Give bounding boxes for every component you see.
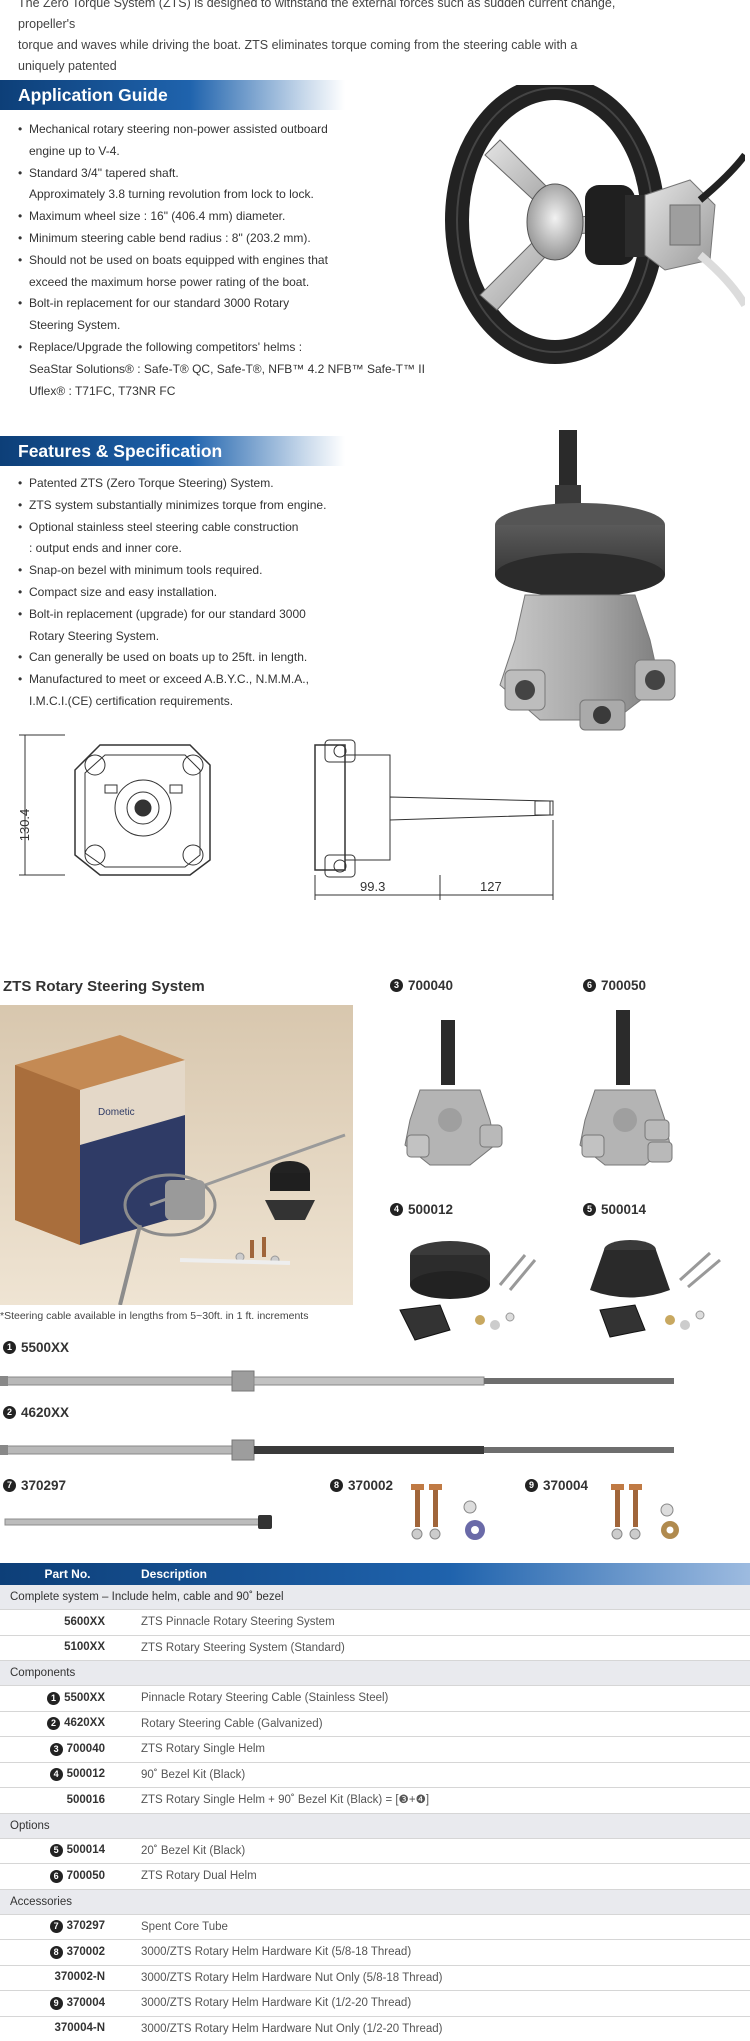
product-label-500012: 4 500012 xyxy=(390,1202,453,1217)
badge: 3 xyxy=(390,979,403,992)
products-title: ZTS Rotary Steering System xyxy=(3,978,205,995)
hardware-kit-370004-image xyxy=(611,1484,679,1540)
group-components: Components xyxy=(0,1661,750,1686)
helm-image xyxy=(495,430,676,731)
list-item: Manufactured to meet or exceed A.B.Y.C.,… xyxy=(18,669,438,713)
application-guide-title: Application Guide xyxy=(18,85,168,105)
badge: 5 xyxy=(583,1203,596,1216)
header-part-no: Part No. xyxy=(44,1567,91,1581)
list-item: Snap-on bezel with minimum tools require… xyxy=(18,560,438,582)
badge: 1 xyxy=(3,1341,16,1354)
group-options: Options xyxy=(0,1813,750,1839)
list-item: Replace/Upgrade the following competitor… xyxy=(18,337,438,402)
badge: 6 xyxy=(583,979,596,992)
group-complete-system: Complete system – Include helm, cable an… xyxy=(0,1585,750,1610)
badge: 7 xyxy=(3,1479,16,1492)
table-row: 370004-N 3000/ZTS Rotary Helm Hardware N… xyxy=(0,2017,750,2041)
product-label-5500XX: 1 5500XX xyxy=(3,1340,69,1355)
list-item: Should not be used on boats equipped wit… xyxy=(18,250,438,294)
group-accessories: Accessories xyxy=(0,1889,750,1915)
cable-5500XX-image xyxy=(0,1370,674,1392)
parts-table: Part No. Description Complete system – I… xyxy=(0,1563,750,2041)
product-label-500014: 5 500014 xyxy=(583,1202,646,1217)
badge: 4 xyxy=(390,1203,403,1216)
badge: 8 xyxy=(330,1479,343,1492)
product-label-4620XX: 2 4620XX xyxy=(3,1405,69,1420)
list-item: Bolt-in replacement for our standard 300… xyxy=(18,293,438,337)
list-item: Bolt-in replacement (upgrade) for our st… xyxy=(18,604,438,648)
product-label-700040: 3 700040 xyxy=(390,978,453,993)
features-title: Features & Specification xyxy=(18,441,223,461)
table-row: 5600XX ZTS Pinnacle Rotary Steering Syst… xyxy=(0,1610,750,1636)
product-label-370297: 7 370297 xyxy=(3,1478,66,1493)
list-item: Standard 3/4" tapered shaft.Approximatel… xyxy=(18,163,438,207)
box-brand-label: Dometic xyxy=(98,1107,135,1118)
features-list: Patented ZTS (Zero Torque Steering) Syst… xyxy=(18,473,438,713)
list-item: Maximum wheel size : 16" (406.4 mm) diam… xyxy=(18,206,438,228)
list-item: Optional stainless steel steering cable … xyxy=(18,517,438,561)
table-row: 5100XX ZTS Rotary Steering System (Stand… xyxy=(0,1636,750,1661)
list-item: Mechanical rotary steering non-power ass… xyxy=(18,119,438,163)
intro-line: torque and waves while driving the boat.… xyxy=(18,38,578,73)
bezel-kit-90-image xyxy=(399,1241,537,1341)
dimension-height: 130.4 xyxy=(17,809,32,842)
spent-core-tube-image xyxy=(4,1515,272,1529)
intro-line: The Zero Torque System (ZTS) is designed… xyxy=(18,0,616,31)
header-description: Description xyxy=(141,1567,208,1581)
list-item: Minimum steering cable bend radius : 8" … xyxy=(18,228,438,250)
single-helm-image xyxy=(404,1020,503,1166)
cable-note: *Steering cable available in lengths fro… xyxy=(0,1310,309,1322)
dimension-depth1: 99.3 xyxy=(360,879,385,894)
features-header: Features & Specification xyxy=(0,436,345,466)
table-row: 370002-N 3000/ZTS Rotary Helm Hardware N… xyxy=(0,1966,750,1991)
cable-4620XX-image xyxy=(0,1439,674,1461)
bezel-kit-20-image xyxy=(590,1240,721,1338)
application-guide-list: Mechanical rotary steering non-power ass… xyxy=(18,119,438,402)
dual-helm-image xyxy=(579,1010,673,1166)
list-item: Can generally be used on boats up to 25f… xyxy=(18,647,438,669)
table-row: 500016 ZTS Rotary Single Helm + 90˚ Beze… xyxy=(0,1788,750,1814)
table-header: Part No. Description xyxy=(0,1563,750,1585)
list-item: Patented ZTS (Zero Torque Steering) Syst… xyxy=(18,473,438,495)
dimension-drawing: 130.4 99.3 127 xyxy=(17,734,554,900)
badge: 9 xyxy=(525,1479,538,1492)
badge: 2 xyxy=(3,1406,16,1419)
product-label-370002: 8 370002 xyxy=(330,1478,393,1493)
kit-photo: Dometic xyxy=(0,1005,353,1305)
steering-wheel-image xyxy=(445,85,745,364)
application-guide-header: Application Guide xyxy=(0,80,345,110)
list-item: ZTS system substantially minimizes torqu… xyxy=(18,495,438,517)
dimension-depth2: 127 xyxy=(480,879,502,894)
list-item: Compact size and easy installation. xyxy=(18,582,438,604)
product-label-370004: 9 370004 xyxy=(525,1478,588,1493)
product-label-700050: 6 700050 xyxy=(583,978,646,993)
hardware-kit-370002-image xyxy=(411,1484,485,1540)
